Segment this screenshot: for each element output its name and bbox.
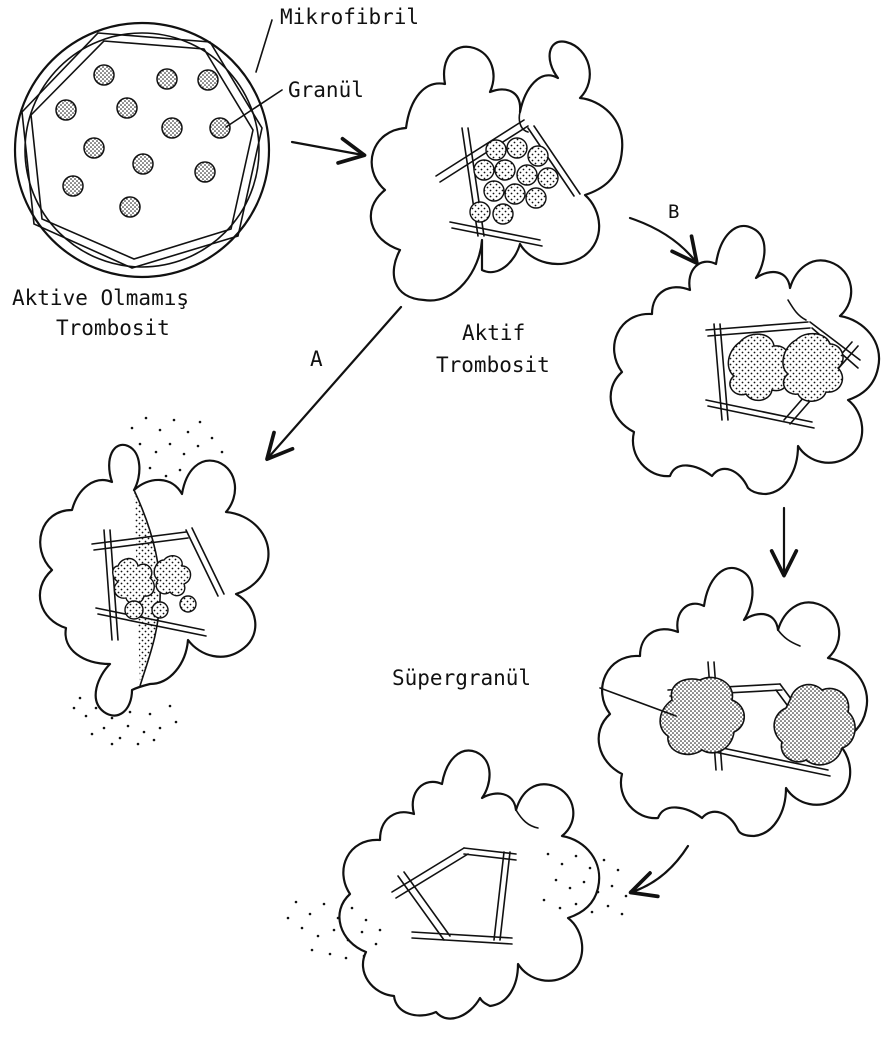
inactive-platelet-label-line1: Aktive Olmamış — [12, 286, 189, 310]
inactive-platelet — [15, 23, 269, 277]
path-a-arrow — [268, 307, 401, 458]
mikrofibril-leader — [256, 20, 272, 72]
path-a-platelet — [40, 417, 269, 746]
path-b-platelet — [611, 226, 879, 494]
granul-label: Granül — [288, 78, 364, 102]
activation-arrow — [292, 142, 363, 155]
granule-group — [56, 65, 230, 217]
active-platelet — [371, 42, 622, 301]
release-arrow — [632, 846, 688, 892]
granul-leader — [226, 90, 282, 127]
release-platelet — [287, 751, 628, 1019]
path-a-label: A — [310, 347, 323, 371]
inactive-platelet-label-line2: Trombosit — [56, 316, 170, 340]
path-b-label: B — [668, 201, 679, 223]
mikrofibril-label: Mikrofibril — [280, 5, 419, 29]
active-platelet-label-line2: Trombosit — [436, 353, 550, 377]
path-b-arrow — [630, 218, 696, 262]
supergranul-label: Süpergranül — [392, 666, 531, 690]
active-platelet-label-line1: Aktif — [462, 321, 525, 345]
